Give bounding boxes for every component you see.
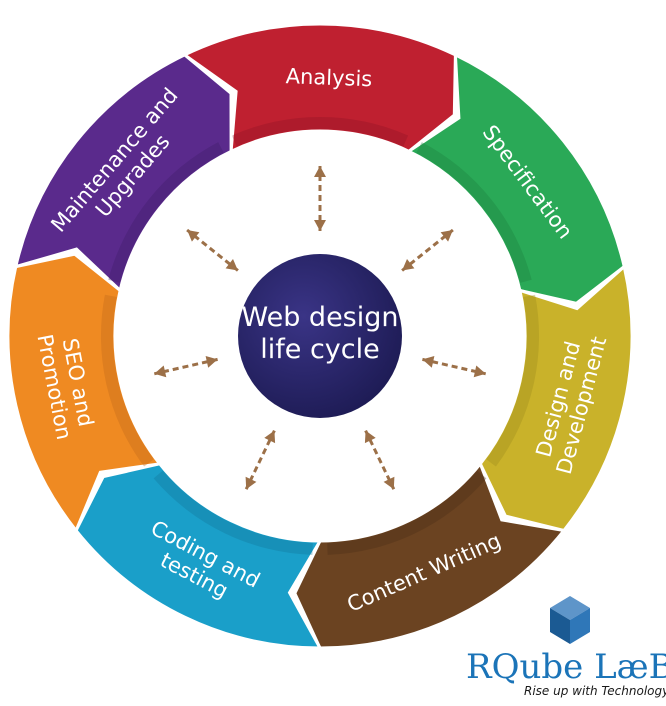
segment-shade-content-writing <box>327 470 487 555</box>
segment-shade-seo-and-promotion <box>100 294 154 467</box>
logo-tagline: Rise up with Technology <box>524 684 666 698</box>
bidirectional-arrows <box>153 166 487 490</box>
double-arrow-icon <box>153 356 218 378</box>
segment-label-analysis: Analysis <box>285 64 372 91</box>
double-arrow-icon <box>186 228 239 272</box>
center-title-line-2: life cycle <box>260 334 379 365</box>
center-hub: Web design life cycle <box>238 254 402 418</box>
center-circle <box>238 254 402 418</box>
double-arrow-icon <box>422 356 487 378</box>
segment-maintenance-and-upgrades <box>13 53 233 294</box>
segment-shade-maintenance-and-upgrades <box>108 142 224 283</box>
cube-logo-icon <box>550 596 590 644</box>
brand-logo: RQube LæB Rise up with Technology <box>466 596 666 698</box>
double-arrow-icon <box>364 429 396 490</box>
segment-shade-coding-and-testing <box>153 470 313 555</box>
segment-shade-analysis <box>231 116 409 147</box>
double-arrow-icon <box>244 429 276 490</box>
segment-shade-design-and-development <box>486 294 540 467</box>
double-arrow-icon <box>401 228 454 272</box>
center-title-line-1: Web design <box>241 302 398 333</box>
segment-label-line: Analysis <box>285 64 372 91</box>
cycle-ring <box>6 22 634 650</box>
segment-shade-specification <box>416 142 532 283</box>
double-arrow-icon <box>314 166 326 231</box>
logo-name: RQube LæB <box>466 647 666 687</box>
